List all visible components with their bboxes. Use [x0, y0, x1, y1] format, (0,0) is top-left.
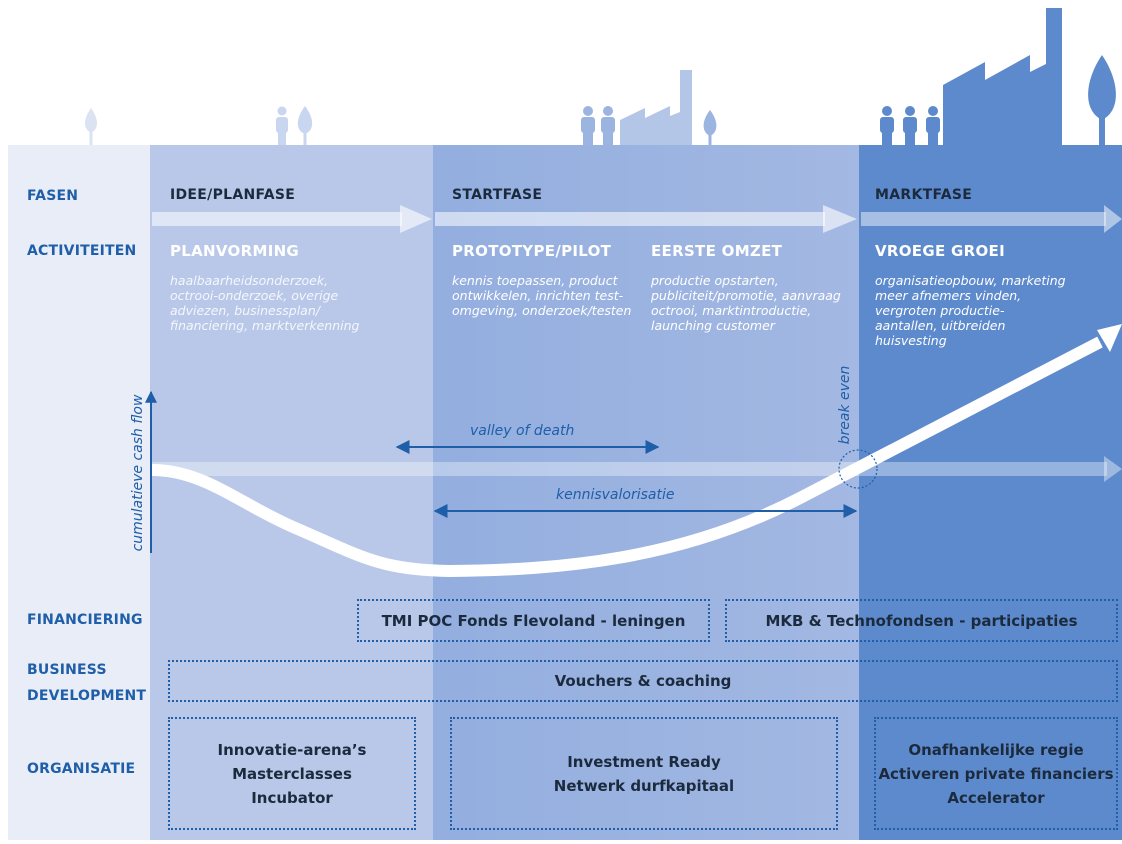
description-line: octrooi, marktintroductie,	[651, 303, 812, 318]
activity-description: organisatieopbouw, marketing meer afneme…	[875, 273, 1066, 348]
factory-icon	[620, 70, 692, 145]
description-line: vergroten productie-	[875, 303, 1005, 318]
description-line: adviezen, businessplan/	[170, 303, 320, 318]
phase-start: STARTFASE	[452, 187, 543, 203]
break-even-circle	[838, 449, 878, 489]
business-box-vouchers: Vouchers & coaching	[168, 660, 1118, 702]
business-vouchers-label: Vouchers & coaching	[554, 672, 732, 690]
valley-label: valley of death	[470, 423, 575, 439]
organisatie-box-1: Innovatie-arena’s Masterclasses Incubato…	[168, 717, 416, 830]
tree-icon	[84, 108, 98, 145]
organisatie-item: Innovatie-arena’s	[217, 740, 367, 759]
tree-icon	[1088, 55, 1116, 145]
row-label-organisatie: ORGANISATIE	[27, 761, 136, 777]
activity-description: kennis toepassen, product ontwikkelen, i…	[452, 273, 631, 318]
organisatie-item: Onafhankelijke regie	[908, 740, 1084, 759]
description-line: productie opstarten,	[651, 273, 779, 288]
row-label-financiering: FINANCIERING	[27, 612, 143, 628]
zero-line	[152, 456, 1122, 482]
people-icon	[581, 106, 615, 145]
y-axis-label: cumulatieve cash flow	[130, 394, 146, 551]
description-line: octrooi-onderzoek, overige	[170, 288, 339, 303]
phase-arrow	[435, 205, 857, 233]
financing-box-tmi: TMI POC Fonds Flevoland - leningen	[357, 599, 710, 642]
organisatie-box-2: Investment Ready Netwerk durfkapitaal	[450, 717, 838, 830]
description-line: publiciteit/promotie, aanvraag	[651, 288, 841, 303]
organisatie-box-3: Onafhankelijke regie Activeren private f…	[874, 717, 1118, 830]
cash-flow-arrowhead	[1097, 324, 1122, 352]
description-line: ontwikkelen, inrichten test-	[452, 288, 624, 303]
idee-column	[150, 145, 433, 840]
description-line: aantallen, uitbreiden	[875, 318, 1006, 333]
activity-description: haalbaarheidsonderzoek, octrooi-onderzoe…	[170, 273, 359, 333]
phase-markt: MARKTFASE	[875, 187, 973, 203]
start-column	[433, 145, 859, 840]
y-axis-label-wrap: cumulatieve cash flow	[128, 390, 148, 555]
row-label-fasen: FASEN	[27, 188, 79, 204]
cash-flow-curve	[151, 336, 1103, 578]
phase-idee: IDEE/PLANFASE	[170, 187, 296, 203]
description-line: organisatieopbouw, marketing	[875, 273, 1066, 288]
person-icon	[276, 106, 288, 145]
labels-column	[8, 145, 150, 840]
phase-arrow	[152, 205, 432, 233]
organisatie-item: Accelerator	[947, 788, 1045, 807]
factory-icon	[943, 8, 1062, 145]
phase-arrow	[861, 205, 1122, 233]
activity-title: EERSTE OMZET	[651, 242, 783, 260]
activity-title: PROTOTYPE/PILOT	[452, 242, 612, 260]
row-label-business-development: BUSINESS DEVELOPMENT	[27, 657, 146, 709]
description-line: huisvesting	[875, 333, 947, 348]
people-icon	[880, 106, 940, 145]
organisatie-item: Masterclasses	[232, 764, 352, 783]
financing-tmi-label: TMI POC Fonds Flevoland - leningen	[381, 611, 686, 630]
organisatie-item: Investment Ready	[567, 752, 721, 771]
description-line: financiering, marktverkenning	[170, 318, 360, 333]
break-even-label: break even	[837, 365, 853, 445]
organisatie-item: Activeren private financiers	[878, 764, 1114, 783]
kennis-label: kennisvalorisatie	[556, 487, 675, 503]
break-even-label-wrap: break even	[834, 360, 856, 450]
financing-mkb-label: MKB & Technofondsen - participaties	[765, 611, 1078, 630]
description-line: haalbaarheidsonderzoek,	[170, 273, 329, 288]
description-line: launching customer	[651, 318, 775, 333]
activity-description: productie opstarten, publiciteit/promoti…	[651, 273, 841, 333]
tree-icon	[703, 110, 717, 145]
organisatie-item: Incubator	[251, 788, 333, 807]
organisatie-item: Netwerk durfkapitaal	[553, 776, 735, 795]
activity-title: VROEGE GROEI	[875, 242, 1005, 260]
description-line: omgeving, onderzoek/testen	[452, 303, 632, 318]
row-label-activiteiten: ACTIVITEITEN	[27, 243, 137, 259]
description-line: kennis toepassen, product	[452, 273, 618, 288]
row-label-business: BUSINESS	[27, 662, 107, 678]
financing-box-mkb: MKB & Technofondsen - participaties	[725, 599, 1118, 642]
markt-column	[859, 145, 1122, 840]
tree-icon	[297, 106, 313, 145]
activity-title: PLANVORMING	[170, 242, 300, 260]
description-line: meer afnemers vinden,	[875, 288, 1022, 303]
row-label-development: DEVELOPMENT	[27, 688, 147, 704]
